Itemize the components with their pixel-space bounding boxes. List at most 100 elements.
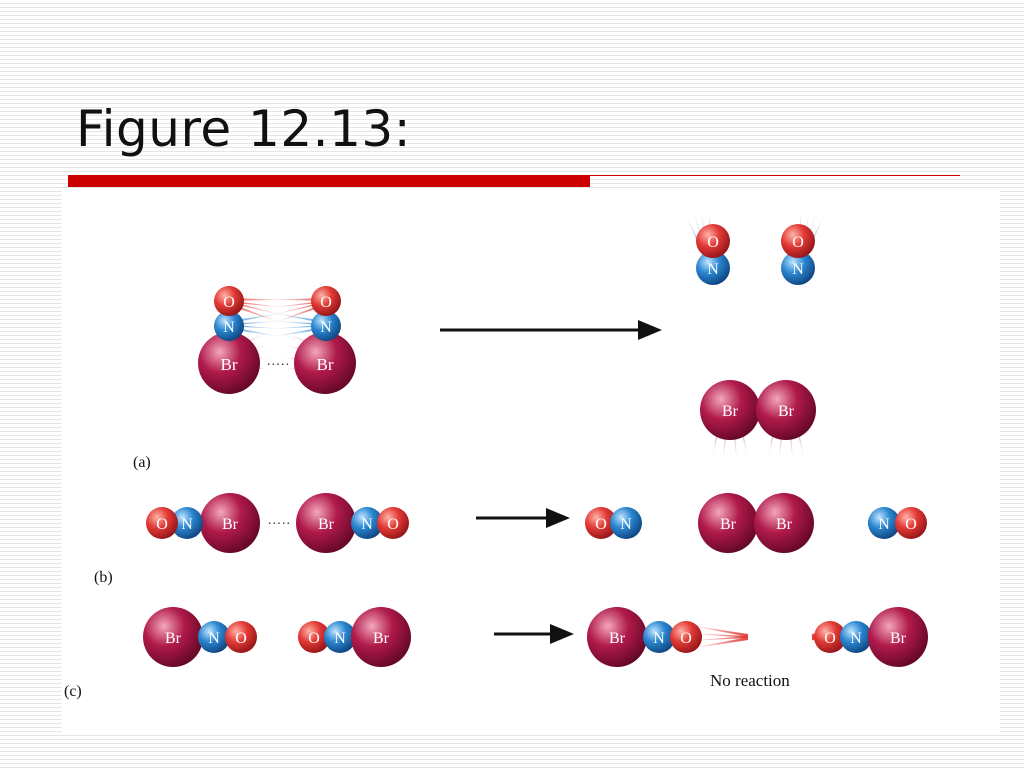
bromine-atom	[587, 607, 647, 667]
oxygen-atom	[214, 286, 244, 316]
panel-a: O N Br ····· O N Br O N	[133, 205, 826, 471]
bromine-atom	[754, 493, 814, 553]
nitrogen-atom	[171, 507, 203, 539]
atom-label: N	[361, 516, 373, 533]
nitrogen-atom	[214, 311, 244, 341]
atom-label: O	[156, 516, 168, 533]
bromine-atom	[200, 493, 260, 553]
bromine-atom	[868, 607, 928, 667]
atom-label: Br	[720, 516, 737, 533]
atom-label: O	[320, 294, 332, 311]
oxygen-atom	[781, 224, 815, 258]
molecule-onbr: O N Br	[146, 493, 260, 553]
atom-label: O	[595, 516, 607, 533]
nitrogen-atom	[324, 621, 356, 653]
nitrogen-atom	[311, 311, 341, 341]
atom-label: Br	[165, 630, 182, 647]
atom-label: O	[223, 294, 235, 311]
nitrogen-atom	[868, 507, 900, 539]
atom-label: O	[707, 234, 719, 251]
atom-label: O	[680, 630, 692, 647]
oxygen-atom	[377, 507, 409, 539]
oxygen-atom	[895, 507, 927, 539]
panel-c: Br N O O N Br Br N O	[64, 607, 928, 700]
weak-bond-marker: ·····	[266, 358, 289, 373]
bromine-atom	[351, 607, 411, 667]
atom-label: N	[792, 261, 804, 278]
molecule-br2: Br Br	[698, 493, 814, 553]
weak-bond-marker: ·····	[267, 517, 290, 532]
atom-label: Br	[222, 516, 239, 533]
oxygen-atom	[298, 621, 330, 653]
nitrogen-atom	[643, 621, 675, 653]
molecule-no: O N	[696, 224, 730, 285]
molecule-onbr: O N Br	[198, 286, 260, 394]
molecule-brno: Br N O	[143, 607, 257, 667]
molecule-no: O N	[781, 224, 815, 285]
title-rule-thin	[590, 175, 960, 176]
atom-label: O	[308, 630, 320, 647]
oxygen-atom	[311, 286, 341, 316]
molecule-no: N O	[868, 507, 927, 539]
nitrogen-atom	[781, 251, 815, 285]
atom-label: N	[620, 516, 632, 533]
nitrogen-atom	[840, 621, 872, 653]
atom-label: N	[878, 516, 890, 533]
reaction-arrow	[440, 320, 662, 340]
atom-label: O	[792, 234, 804, 251]
atom-label: N	[334, 630, 346, 647]
molecule-no: O N	[585, 507, 642, 539]
nitrogen-atom	[198, 621, 230, 653]
molecule-brno: Br N O	[587, 607, 702, 667]
slide-title: Figure 12.13:	[76, 100, 412, 158]
atom-label: Br	[373, 630, 390, 647]
atom-label: O	[905, 516, 917, 533]
oxygen-atom	[814, 621, 846, 653]
atom-label: Br	[609, 630, 626, 647]
bromine-atom	[700, 380, 760, 440]
panel-label: (b)	[94, 569, 113, 586]
oxygen-atom	[146, 507, 178, 539]
bromine-atom	[143, 607, 203, 667]
atom-label: N	[181, 516, 193, 533]
atom-label: Br	[318, 516, 335, 533]
atom-label: N	[320, 319, 332, 336]
reaction-arrow	[476, 508, 570, 528]
atom-label: Br	[890, 630, 907, 647]
no-reaction-note: No reaction	[710, 671, 790, 690]
atom-label: N	[208, 630, 220, 647]
bromine-atom	[294, 332, 356, 394]
nitrogen-atom	[351, 507, 383, 539]
oxygen-atom	[225, 621, 257, 653]
atom-label: O	[387, 516, 399, 533]
atom-label: N	[223, 319, 235, 336]
molecule-onbr: O N Br	[814, 607, 928, 667]
bromine-atom	[198, 332, 260, 394]
bromine-atom	[756, 380, 816, 440]
atom-label: Br	[778, 403, 795, 420]
panel-b: O N Br ····· Br N O O N Br	[94, 493, 930, 586]
atom-label: O	[235, 630, 247, 647]
atom-label: Br	[776, 516, 793, 533]
panel-label: (c)	[64, 683, 82, 700]
atom-label: Br	[722, 403, 739, 420]
molecule-onbr: Br N O	[296, 493, 409, 553]
atom-label: Br	[221, 355, 238, 374]
nitrogen-atom	[696, 251, 730, 285]
bromine-atom	[698, 493, 758, 553]
oxygen-atom	[696, 224, 730, 258]
molecule-onbr: O N Br	[294, 286, 356, 394]
molecule-onbr: O N Br	[298, 607, 411, 667]
atom-label: O	[824, 630, 836, 647]
bromine-atom	[296, 493, 356, 553]
panel-label: (a)	[133, 454, 151, 471]
title-rule-thick	[68, 175, 590, 187]
oxygen-atom	[585, 507, 617, 539]
molecule-br2: Br Br	[700, 380, 816, 440]
atom-label: N	[850, 630, 862, 647]
atom-label: N	[653, 630, 665, 647]
oxygen-atom	[670, 621, 702, 653]
nitrogen-atom	[610, 507, 642, 539]
reaction-arrow	[494, 624, 574, 644]
